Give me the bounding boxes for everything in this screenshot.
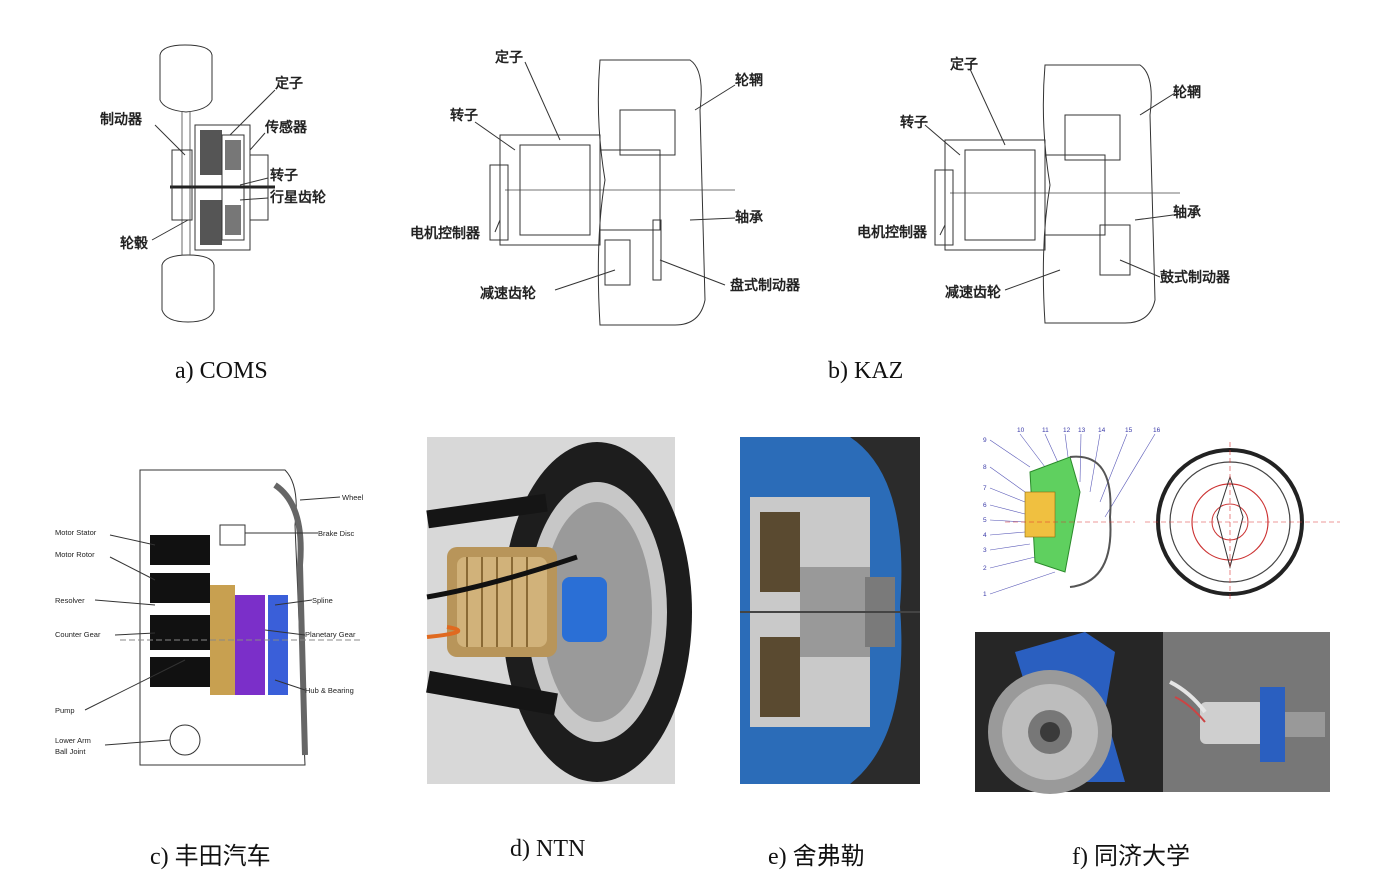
tongji-callout-9: 9 [983,437,987,444]
panel-f-tongji-photos [975,632,1330,794]
tongji-callout-14: 14 [1098,427,1106,434]
tongji-callout-8: 8 [983,464,987,471]
toyota-cross-section: Wheel Motor Stator Brake Disc Motor Roto… [55,469,364,766]
kaz-drum-cross-section: 定子 转子 轮辋 电机控制器 轴承 减速齿轮 鼓式制动器 [857,56,1231,324]
coms-label-rotor: 转子 [270,167,298,184]
toyota-label-lower-arm: Lower Arm [55,736,91,745]
panel-a-coms-diagram: 定子 制动器 传感器 转子 行星齿轮 轮毂 [90,40,350,330]
panel-f-tongji-diagram: 9 8 7 6 5 4 3 2 1 10 11 12 13 14 15 16 [975,422,1345,602]
caption-b: b) KAZ [828,358,904,384]
toyota-label-wheel: Wheel [342,493,364,502]
kaz-disc-label-bearing: 轴承 [735,209,763,226]
kaz-disc-label-rotor: 转子 [450,107,478,124]
toyota-label-brake-disc: Brake Disc [318,529,355,538]
tongji-callout-2: 2 [983,565,987,572]
toyota-label-motor-stator: Motor Stator [55,528,97,537]
panel-b-kaz-drum-diagram: 定子 转子 轮辋 电机控制器 轴承 减速齿轮 鼓式制动器 [855,55,1265,330]
tongji-callout-1: 1 [983,591,987,598]
kaz-disc-label-rim: 轮辋 [735,72,763,89]
kaz-drum-label-stator: 定子 [950,56,978,73]
caption-f: f) 同济大学 [1072,844,1190,870]
tongji-callout-15: 15 [1125,427,1133,434]
toyota-label-resolver: Resolver [55,596,85,605]
kaz-drum-label-drum-brake: 鼓式制动器 [1160,269,1231,286]
kaz-disc-cross-section: 定子 转子 轮辋 电机控制器 轴承 减速齿轮 盘式制动器 [410,49,801,326]
tongji-callout-13: 13 [1078,427,1086,434]
tongji-callout-10: 10 [1017,427,1025,434]
kaz-drum-label-reduction-gear: 减速齿轮 [945,284,1001,301]
caption-e: e) 舍弗勒 [768,844,865,870]
coms-label-stator: 定子 [275,75,303,92]
tongji-prototype-photos [975,632,1330,794]
ntn-wheel-motor-render [426,437,692,784]
toyota-label-ball-joint: Ball Joint [55,747,86,756]
toyota-label-planetary-gear: Planetary Gear [305,630,356,639]
panel-d-ntn-photo [426,437,692,784]
tongji-top-callouts: 10 11 12 13 14 15 16 [1017,427,1161,434]
kaz-drum-label-rim: 轮辋 [1173,84,1201,101]
caption-d: d) NTN [510,836,586,862]
coms-cross-section: 定子 制动器 传感器 转子 行星齿轮 轮毂 [100,44,326,323]
tongji-callout-16: 16 [1153,427,1161,434]
tongji-callout-3: 3 [983,547,987,554]
toyota-label-counter-gear: Counter Gear [55,630,101,639]
kaz-disc-label-disc-brake: 盘式制动器 [730,277,801,294]
tongji-callout-4: 4 [983,532,987,539]
coms-label-brake: 制动器 [100,111,143,128]
tongji-cross-section: 9 8 7 6 5 4 3 2 1 10 11 12 13 14 15 16 [983,427,1340,602]
tongji-callout-5: 5 [983,517,987,524]
kaz-drum-label-bearing: 轴承 [1173,204,1201,221]
tongji-callout-11: 11 [1042,427,1049,434]
kaz-disc-label-stator: 定子 [495,49,523,66]
toyota-label-motor-rotor: Motor Rotor [55,550,95,559]
panel-c-toyota-diagram: Wheel Motor Stator Brake Disc Motor Roto… [50,465,380,775]
kaz-disc-label-reduction-gear: 减速齿轮 [480,285,536,302]
coms-label-hub: 轮毂 [120,235,149,252]
kaz-drum-label-rotor: 转子 [900,114,928,131]
toyota-label-hub-bearing: Hub & Bearing [305,686,354,695]
caption-a: a) COMS [175,358,268,384]
tongji-left-callouts: 9 8 7 6 5 4 3 2 1 [983,437,987,598]
toyota-label-spline: Spline [312,596,333,605]
panel-e-schaeffler-photo [740,437,920,784]
panel-b-kaz-disc-diagram: 定子 转子 轮辋 电机控制器 轴承 减速齿轮 盘式制动器 [405,40,815,330]
tongji-callout-7: 7 [983,485,987,492]
toyota-label-pump: Pump [55,706,75,715]
tongji-callout-12: 12 [1063,427,1071,434]
schaeffler-wheel-motor-cutaway [740,437,920,784]
coms-label-sensor: 传感器 [264,119,308,136]
coms-label-planetary-gear: 行星齿轮 [269,189,326,206]
tongji-callout-6: 6 [983,502,987,509]
kaz-drum-label-motor-controller: 电机控制器 [857,224,928,241]
kaz-disc-label-motor-controller: 电机控制器 [410,225,481,242]
caption-c: c) 丰田汽车 [150,844,271,870]
